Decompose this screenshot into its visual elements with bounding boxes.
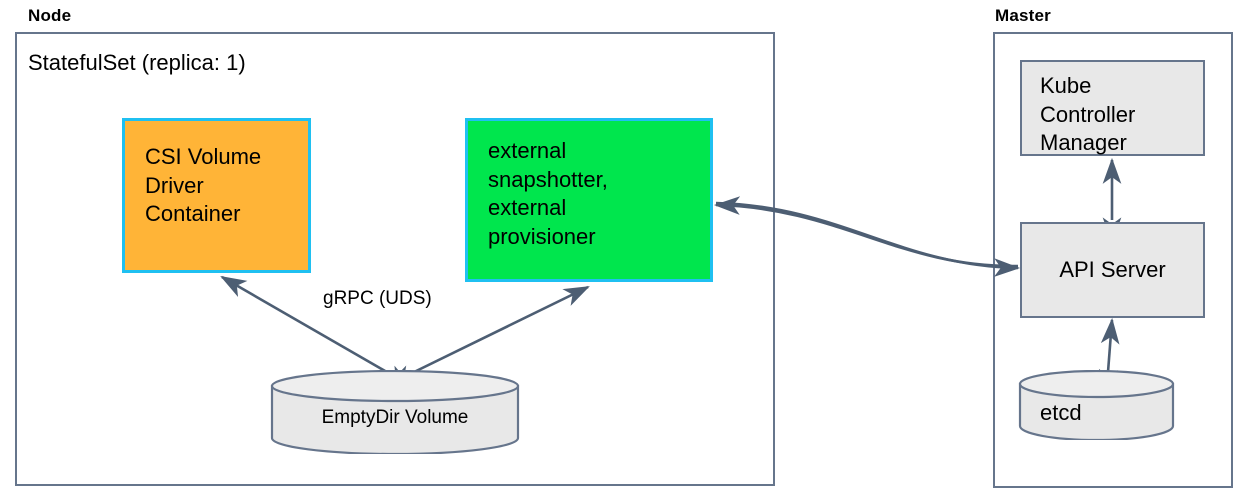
csi-volume-driver-container-box[interactable]: CSI Volume Driver Container (122, 118, 311, 273)
etcd-label: etcd (1040, 400, 1082, 425)
kube-controller-manager-box[interactable]: Kube Controller Manager (1020, 60, 1205, 156)
csi-volume-driver-container-label: CSI Volume Driver Container (145, 144, 262, 227)
api-server-box[interactable]: API Server (1020, 222, 1205, 318)
external-sidecars-label: external snapshotter, external provision… (488, 138, 608, 249)
external-sidecars-box[interactable]: external snapshotter, external provision… (465, 118, 713, 282)
kube-controller-manager-label: Kube Controller Manager (1040, 73, 1136, 156)
etcd-cylinder[interactable]: etcd (1018, 370, 1175, 440)
master-group-label: Master (995, 6, 1052, 25)
api-server-label: API Server (1059, 256, 1166, 282)
grpc-uds-edge-label: gRPC (UDS) (323, 288, 432, 309)
emptydir-volume-label: EmptyDir Volume (321, 407, 469, 428)
statefulset-title: StatefulSet (replica: 1) (28, 50, 246, 75)
node-group-label: Node (28, 6, 72, 25)
emptydir-volume-cylinder[interactable]: EmptyDir Volume (270, 370, 520, 454)
